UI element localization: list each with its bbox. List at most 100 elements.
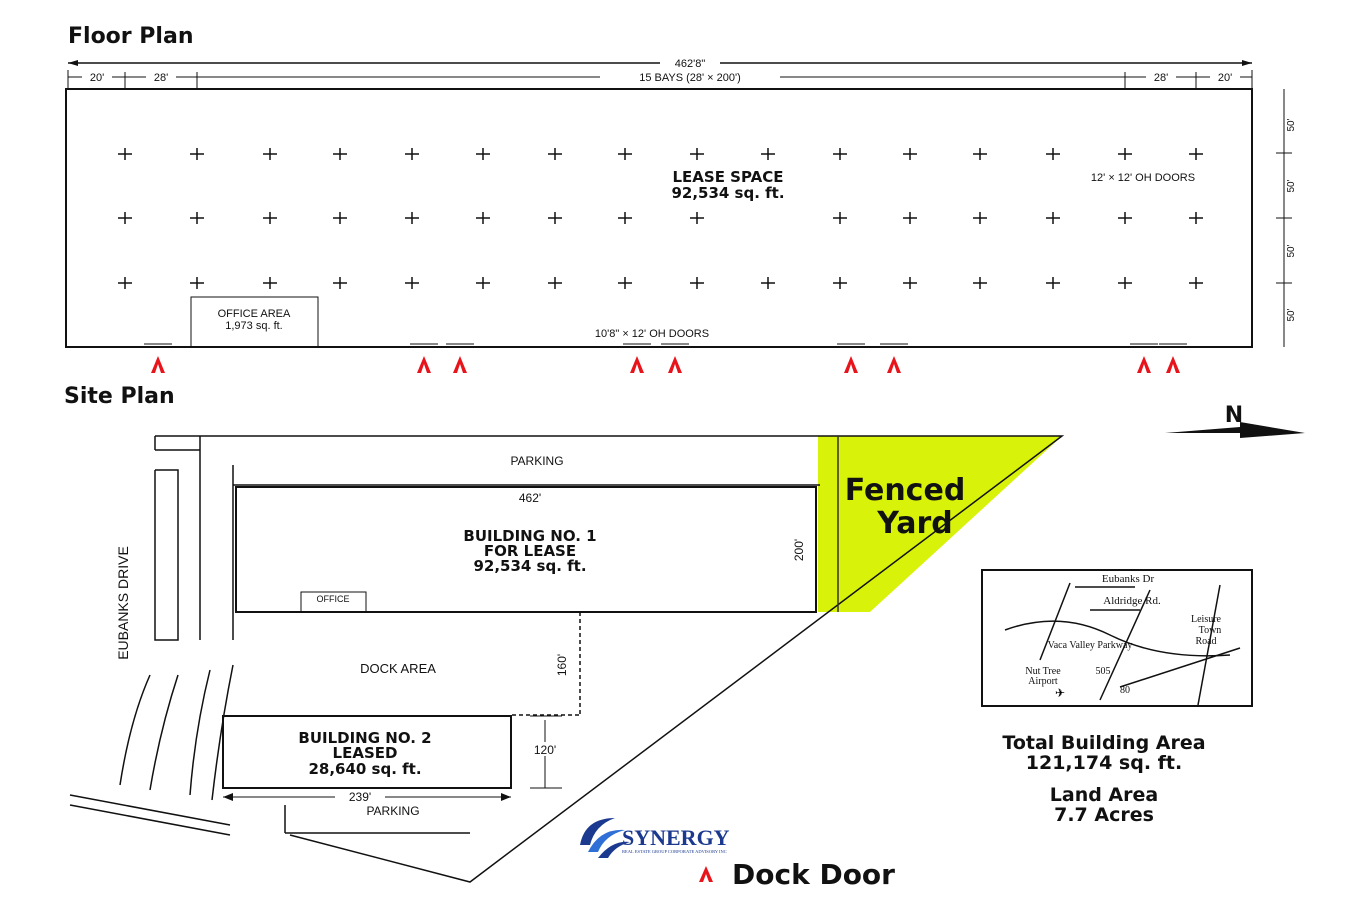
map-label: Nut Tree <box>1025 666 1061 677</box>
airplane-icon: ✈ <box>1055 686 1065 700</box>
north-label: N <box>1225 403 1243 428</box>
dock-door-icon <box>887 356 901 373</box>
south-doors-label: 10'8" × 12' OH DOORS <box>595 328 709 340</box>
dock-door-icon <box>1166 356 1180 373</box>
dock-door-icon <box>844 356 858 373</box>
building2-title: BUILDING NO. 2 <box>298 729 431 747</box>
land-area-label: Land Area <box>1050 784 1158 806</box>
office-area-box <box>190 296 319 348</box>
column-marker <box>833 277 847 289</box>
overall-dim-label: 462'8" <box>675 58 706 70</box>
bay-dim: 20' <box>1218 72 1232 84</box>
column-marker <box>476 148 490 160</box>
map-label: Leisure <box>1191 614 1222 625</box>
map-label: Eubanks Dr <box>1102 573 1155 585</box>
building1-status: FOR LEASE <box>484 542 576 560</box>
dock-door-icon <box>417 356 431 373</box>
column-marker <box>333 212 347 224</box>
column-marker <box>263 148 277 160</box>
street-label: EUBANKS DRIVE <box>115 546 131 660</box>
column-marker <box>476 277 490 289</box>
column-marker <box>1046 148 1060 160</box>
logo-name: SYNERGY <box>622 825 730 850</box>
building1-depth: 200' <box>792 539 806 561</box>
column-marker <box>690 212 704 224</box>
bay-dim: 28' <box>1154 72 1168 84</box>
column-marker <box>118 148 132 160</box>
dock-door-icon <box>699 866 713 882</box>
column-marker <box>476 212 490 224</box>
dock-door-icon <box>1137 356 1151 373</box>
building1-width: 462' <box>519 491 541 505</box>
map-label: Vaca Valley Parkway <box>1048 640 1133 651</box>
column-marker <box>405 148 419 160</box>
building-2 <box>222 715 512 789</box>
office-area-label: OFFICE AREA <box>218 308 291 320</box>
column-marker <box>118 212 132 224</box>
vicinity-map: Eubanks Dr Aldridge Rd. Leisure Town Roa… <box>981 569 1253 707</box>
north-arrow: N <box>1165 403 1305 438</box>
dock-area-label: DOCK AREA <box>360 661 436 676</box>
building2-depth: 120' <box>534 743 556 757</box>
dock-door-legend-label: Dock Door <box>732 858 895 891</box>
column-marker <box>263 212 277 224</box>
parking-bottom-label: PARKING <box>366 804 419 818</box>
office-area-size: 1,973 sq. ft. <box>225 320 282 332</box>
bay-dimensions: 20' 28' 15 BAYS (28' × 200') 28' 20' <box>67 70 1253 88</box>
column-marker <box>190 277 204 289</box>
building2-width: 239' <box>349 790 371 804</box>
column-marker <box>690 148 704 160</box>
map-label: Aldridge Rd. <box>1103 595 1161 607</box>
map-label: Town <box>1199 625 1222 636</box>
land-area-value: 7.7 Acres <box>1054 804 1154 826</box>
column-marker <box>973 212 987 224</box>
column-marker <box>618 277 632 289</box>
lease-space-label: LEASE SPACE <box>673 168 784 186</box>
column-marker <box>973 277 987 289</box>
building1-title: BUILDING NO. 1 <box>463 527 596 545</box>
overall-dimension: 462'8" <box>68 56 1252 70</box>
bays-label: 15 BAYS (28' × 200') <box>639 72 741 84</box>
dock-door-icon <box>151 356 165 373</box>
building2-area: 28,640 sq. ft. <box>308 760 421 778</box>
synergy-logo-mark <box>580 818 630 858</box>
side-dim: 50' <box>1286 244 1297 257</box>
column-marker <box>118 277 132 289</box>
map-label: 80 <box>1120 685 1130 696</box>
column-marker <box>190 148 204 160</box>
floor-plan-building-outline <box>65 88 1253 348</box>
dock-door-icon <box>668 356 682 373</box>
building1-area: 92,534 sq. ft. <box>473 557 586 575</box>
fenced-yard-area <box>818 436 1062 612</box>
total-area-value: 121,174 sq. ft. <box>1026 752 1182 774</box>
column-marker <box>1189 148 1203 160</box>
map-label: Airport <box>1028 676 1058 687</box>
column-marker <box>548 277 562 289</box>
side-dimensions: 50' 50' 50' 50' <box>1276 89 1297 347</box>
map-label: 505 <box>1096 666 1111 677</box>
column-marker <box>405 277 419 289</box>
column-marker <box>1046 277 1060 289</box>
side-dim: 50' <box>1286 118 1297 131</box>
column-marker <box>618 148 632 160</box>
column-marker <box>1189 277 1203 289</box>
total-area-label: Total Building Area <box>1002 732 1205 754</box>
column-marker <box>1118 148 1132 160</box>
bay-dim: 20' <box>90 72 104 84</box>
column-marker <box>548 148 562 160</box>
column-marker <box>263 277 277 289</box>
column-grid <box>118 148 1203 289</box>
map-label: Road <box>1195 636 1216 647</box>
site-plan-title: Site Plan <box>64 384 175 409</box>
building2-width-dim: 239' <box>223 790 511 804</box>
dock-depth: 160' <box>555 654 569 676</box>
column-marker <box>903 277 917 289</box>
lease-space-area: 92,534 sq. ft. <box>671 184 784 202</box>
column-marker <box>973 148 987 160</box>
column-marker <box>1118 212 1132 224</box>
floor-plan-title: Floor Plan <box>68 24 193 49</box>
side-dim: 50' <box>1286 179 1297 192</box>
column-marker <box>761 148 775 160</box>
building2-depth-dim: 120' <box>525 715 565 789</box>
